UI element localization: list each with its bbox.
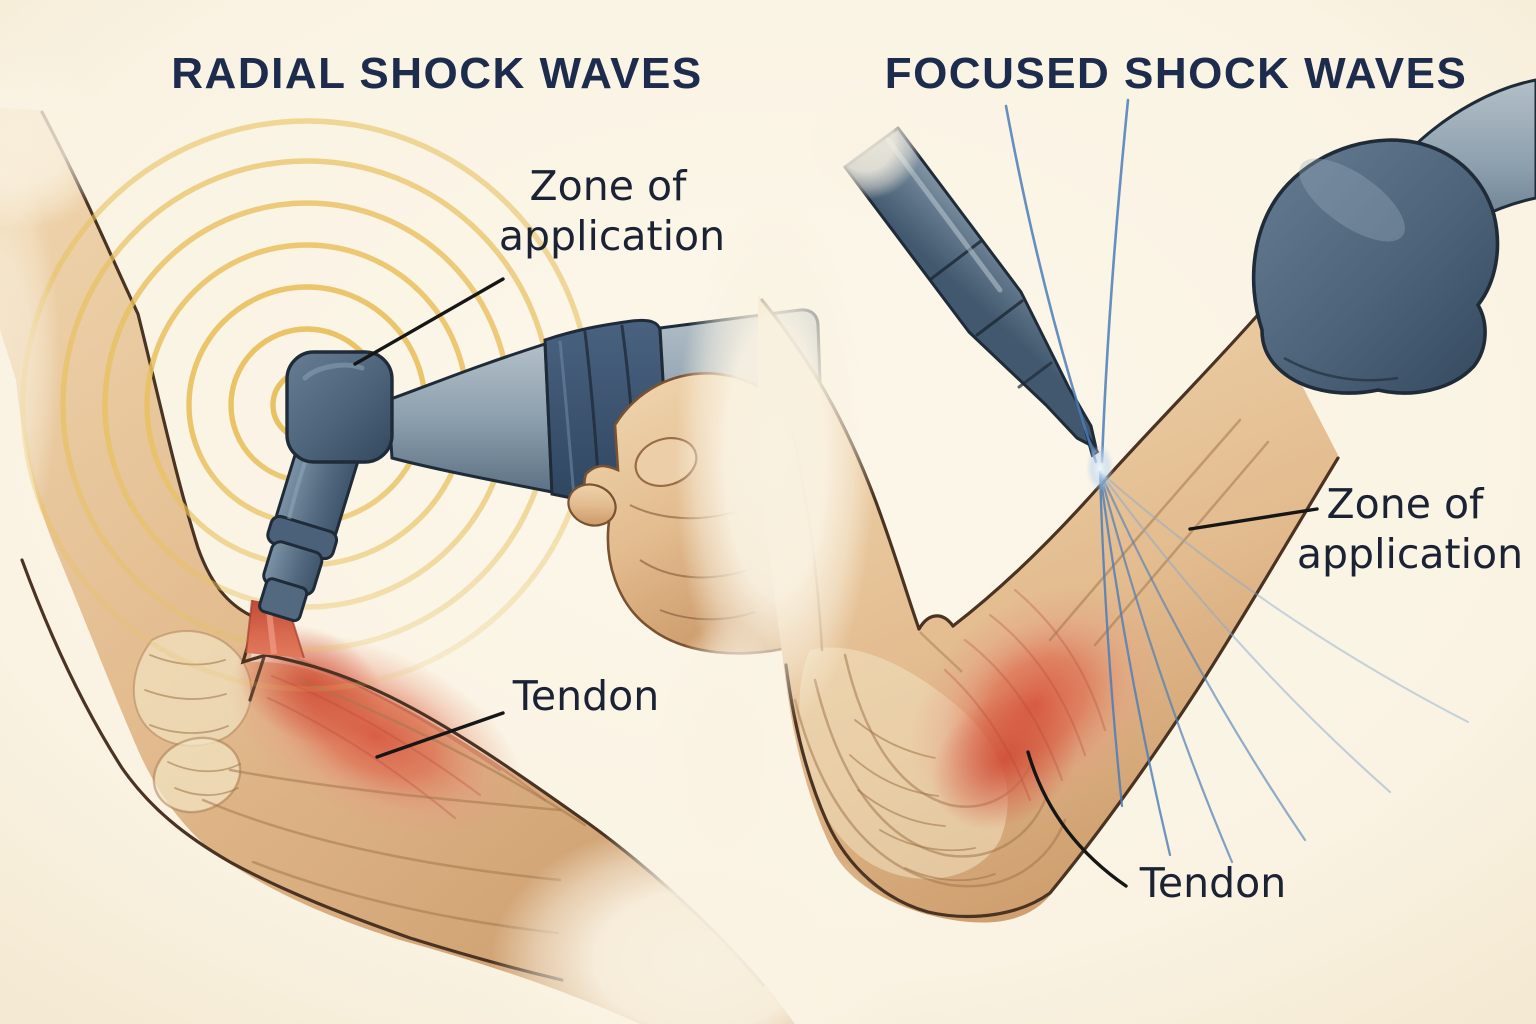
elbow-bone-left (132, 630, 253, 814)
handpiece-head (285, 350, 394, 464)
annotations: RADIAL SHOCK WAVES FOCUSED SHOCK WAVES Z… (171, 49, 1523, 907)
covered-fist-cuff (1251, 138, 1500, 395)
left-tendon-leader-line (375, 711, 505, 759)
inflamed-tendon-right (909, 586, 1161, 831)
patient-arm-left (0, 108, 795, 1024)
left-tendon-label: Tendon (512, 672, 659, 720)
left-panel-title: RADIAL SHOCK WAVES (171, 49, 702, 98)
right-panel (758, 78, 1536, 923)
right-zone-label-line2: application (1297, 530, 1523, 578)
arm-outline-left (20, 558, 564, 982)
patient-arm-right (758, 295, 1340, 923)
right-zone-leader-line (1188, 507, 1319, 531)
right-panel-title: FOCUSED SHOCK WAVES (885, 49, 1468, 98)
right-tendon-leader-line (1026, 750, 1128, 888)
soft-fade-overlays (0, 50, 923, 1024)
arm-outline-right (784, 456, 1340, 919)
focal-point-glow (1086, 444, 1114, 492)
right-zone-label-line1: Zone of (1327, 480, 1485, 528)
left-zone-leader-line (353, 277, 505, 366)
left-zone-label-line1: Zone of (530, 162, 688, 210)
right-tendon-label: Tendon (1139, 859, 1286, 907)
focused-waves (1004, 98, 1470, 864)
left-zone-label-line2: application (499, 212, 725, 260)
